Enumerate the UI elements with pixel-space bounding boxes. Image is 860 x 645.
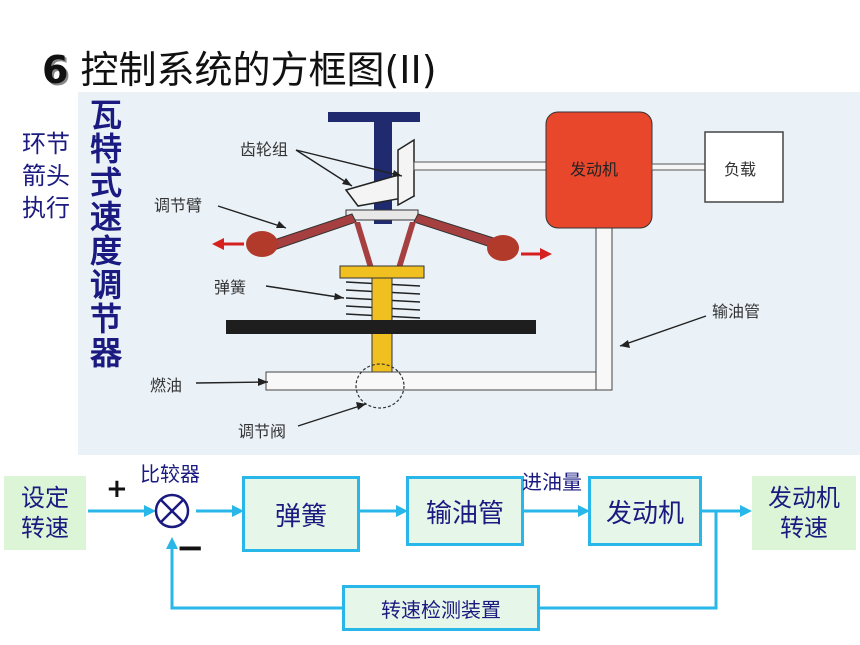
feedback-line-left	[170, 545, 342, 610]
input-setpoint: 设定 转速	[4, 476, 86, 550]
leader-gear	[295, 149, 353, 187]
link-right	[396, 222, 416, 268]
comparator-label: 比较器	[140, 462, 200, 486]
label-gear-set: 齿轮组	[240, 140, 289, 159]
minus-sign: −	[176, 528, 205, 568]
gear-set-vertical	[397, 138, 415, 207]
leader-fuel	[195, 381, 269, 384]
block-spring: 弹簧	[242, 476, 360, 552]
block-engine: 发动机	[588, 476, 702, 546]
block-oil-pipe: 输油管	[406, 476, 524, 546]
label-engine: 发动机	[570, 160, 619, 179]
output-speed: 发动机 转速	[752, 476, 856, 550]
leader-spring	[265, 285, 345, 299]
block-speed-detector: 转速检测装置	[342, 585, 540, 631]
title-text: 控制系统的方框图(II)	[80, 48, 437, 92]
vertical-title: 瓦特式速度调节器	[89, 96, 122, 372]
side-note: 环节 箭头 执行	[22, 130, 70, 222]
label-load: 负载	[724, 160, 757, 179]
link-left	[354, 222, 374, 268]
flyball-right	[487, 235, 519, 261]
base-plate	[226, 320, 536, 334]
leader-valve	[297, 403, 367, 427]
valve-circle	[355, 363, 405, 409]
label-fuel: 燃油	[150, 376, 183, 395]
shaft-cap	[328, 112, 420, 122]
label-oil-pipe: 输油管	[712, 302, 761, 321]
flyball-left	[246, 231, 278, 257]
plus-sign: +	[106, 474, 128, 504]
label-valve: 调节阀	[238, 422, 287, 441]
title-number: 6	[42, 48, 69, 92]
label-spring: 弹簧	[214, 278, 247, 297]
leader-oil-pipe	[619, 315, 707, 347]
label-adjust-arm: 调节臂	[154, 196, 203, 215]
feedback-line-right	[540, 511, 718, 610]
signal-label: 进油量	[522, 470, 582, 494]
leader-arm	[217, 205, 287, 229]
load-box	[704, 131, 784, 203]
